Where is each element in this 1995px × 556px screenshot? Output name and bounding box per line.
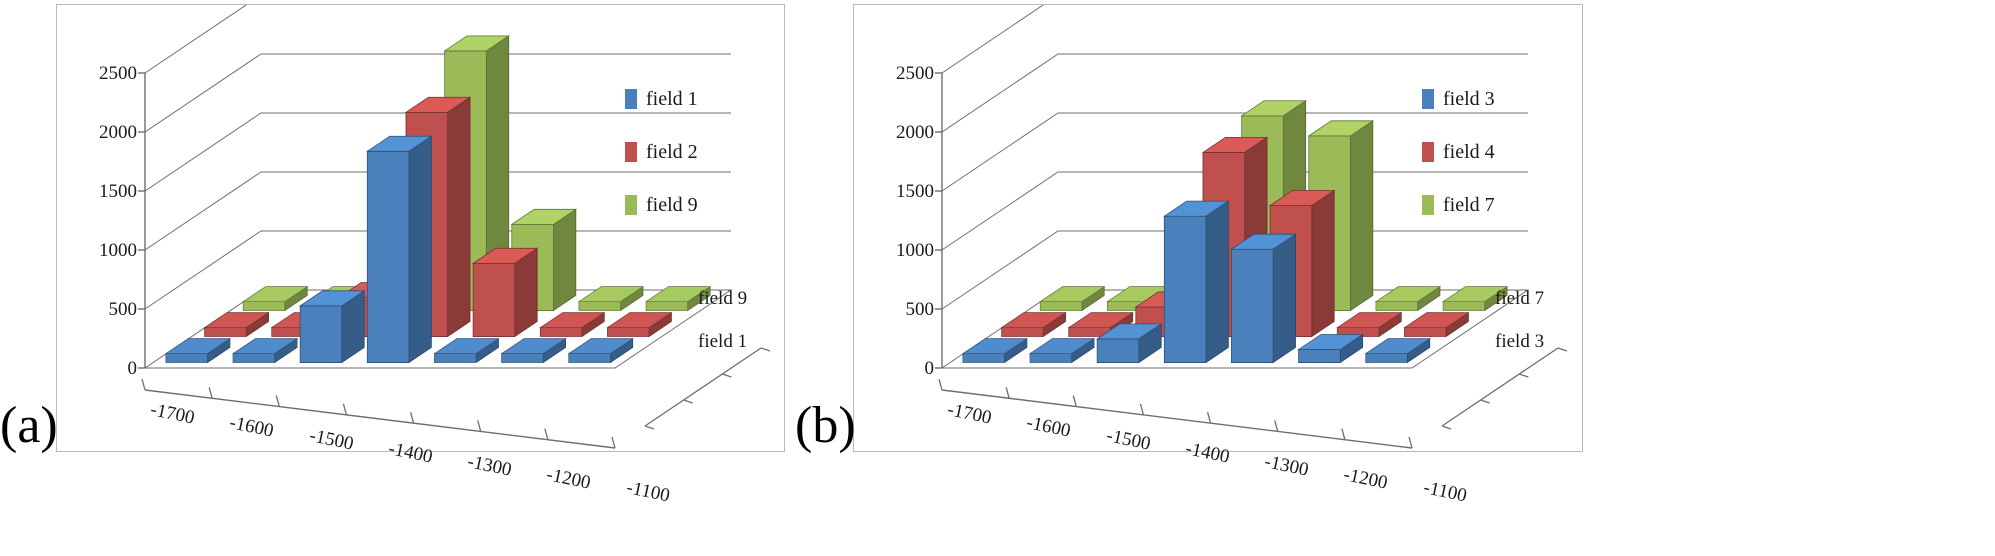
bar-field-1--1600 bbox=[231, 337, 299, 364]
y-tick-a-1500: 1500 bbox=[99, 181, 137, 202]
depth-axis-label-b-front: field 3 bbox=[1495, 331, 1545, 352]
bar-field-3--1500 bbox=[1095, 323, 1163, 364]
bar-field-4--1700 bbox=[1000, 311, 1067, 338]
legend-swatch-blue-icon bbox=[1422, 89, 1434, 109]
bar-field-7--1200 bbox=[1374, 285, 1442, 312]
y-tick-a-500: 500 bbox=[108, 299, 138, 320]
y-tick-b-2000: 2000 bbox=[896, 122, 934, 143]
legend-swatch-green-icon bbox=[1422, 195, 1434, 215]
legend-item-a-2[interactable]: field 9 bbox=[625, 187, 698, 223]
bar-field-9--1200 bbox=[577, 285, 645, 312]
chart-panel-b: 2500 2000 1500 1000 500 0 -1700 -1600 -1… bbox=[853, 4, 1583, 507]
bar-field-2--1700 bbox=[203, 311, 270, 338]
legend-item-b-2[interactable]: field 7 bbox=[1422, 187, 1495, 223]
depth-axis-label-a-back: field 9 bbox=[698, 288, 748, 309]
legend-label-a-2: field 9 bbox=[646, 193, 698, 216]
bar-field-4--1100 bbox=[1403, 311, 1470, 338]
depth-axis-label-b-back: field 7 bbox=[1495, 288, 1545, 309]
bar-field-3--1700 bbox=[961, 337, 1029, 364]
legend-swatch-green-icon bbox=[625, 195, 637, 215]
bar-field-9--1100 bbox=[644, 285, 712, 312]
bar-field-2--1300 bbox=[471, 247, 539, 338]
legend-swatch-blue-icon bbox=[625, 89, 637, 109]
legend-b: field 3 field 4 field 7 bbox=[1422, 81, 1495, 223]
bar-field-1--1300 bbox=[433, 337, 500, 364]
bar-field-3--1100 bbox=[1364, 337, 1431, 364]
bar-field-2--1200 bbox=[539, 311, 606, 338]
y-tick-b-1000: 1000 bbox=[896, 240, 934, 261]
bar-field-3--1600 bbox=[1028, 337, 1096, 364]
bar-field-2--1100 bbox=[606, 311, 673, 338]
bar-field-7--1700 bbox=[1039, 285, 1106, 312]
legend-label-a-0: field 1 bbox=[646, 87, 698, 110]
bar-field-9--1700 bbox=[242, 285, 309, 312]
y-tick-a-2500: 2500 bbox=[99, 63, 137, 84]
legend-item-a-0[interactable]: field 1 bbox=[625, 81, 698, 117]
legend-label-b-0: field 3 bbox=[1443, 87, 1495, 110]
panel-caption-a: (a) bbox=[0, 397, 58, 454]
bar-field-1--1700 bbox=[164, 337, 232, 364]
y-tick-a-2000: 2000 bbox=[99, 122, 137, 143]
panel-caption-b: (b) bbox=[795, 397, 856, 454]
legend-item-b-1[interactable]: field 4 bbox=[1422, 134, 1495, 170]
y-tick-b-2500: 2500 bbox=[896, 63, 934, 84]
x-tick-a-7: -1100 bbox=[624, 477, 672, 507]
chart-svg-b bbox=[935, 5, 1568, 449]
legend-item-a-1[interactable]: field 2 bbox=[625, 134, 698, 170]
bar-field-3--1200 bbox=[1297, 333, 1364, 364]
legend-label-a-1: field 2 bbox=[646, 140, 698, 163]
legend-label-b-2: field 7 bbox=[1443, 193, 1495, 216]
y-tick-b-0: 0 bbox=[924, 358, 935, 379]
bar-field-3--1300 bbox=[1230, 233, 1297, 364]
bar-field-1--1400 bbox=[365, 135, 433, 364]
chart-panel-a: 2500 2000 1500 1000 500 0 -1700 -1600 -1… bbox=[56, 4, 785, 507]
x-tick-a-5: -1300 bbox=[465, 451, 514, 481]
bar-field-3--1400 bbox=[1162, 200, 1230, 364]
legend-item-b-0[interactable]: field 3 bbox=[1422, 81, 1495, 117]
bar-field-1--1500 bbox=[298, 290, 366, 364]
plot-area-a bbox=[57, 5, 784, 451]
depth-axis-label-a-front: field 1 bbox=[698, 331, 748, 352]
bar-field-7--1100 bbox=[1441, 285, 1509, 312]
bar-field-4--1200 bbox=[1336, 311, 1403, 338]
bar-field-1--1100 bbox=[567, 337, 634, 364]
x-tick-b-6: -1200 bbox=[1341, 464, 1390, 494]
x-tick-a-6: -1200 bbox=[544, 464, 593, 494]
y-tick-b-500: 500 bbox=[905, 299, 935, 320]
y-tick-a-0: 0 bbox=[127, 358, 138, 379]
chart-svg-a bbox=[138, 5, 771, 449]
legend-a: field 1 field 2 field 9 bbox=[625, 81, 698, 223]
legend-label-b-1: field 4 bbox=[1443, 140, 1495, 163]
y-tick-a-1000: 1000 bbox=[99, 240, 137, 261]
legend-swatch-red-icon bbox=[625, 142, 637, 162]
plot-area-b bbox=[854, 5, 1582, 451]
bar-field-1--1200 bbox=[500, 337, 567, 364]
y-tick-b-1500: 1500 bbox=[896, 181, 934, 202]
x-tick-b-5: -1300 bbox=[1262, 451, 1311, 481]
legend-swatch-red-icon bbox=[1422, 142, 1434, 162]
x-tick-b-7: -1100 bbox=[1421, 477, 1469, 507]
